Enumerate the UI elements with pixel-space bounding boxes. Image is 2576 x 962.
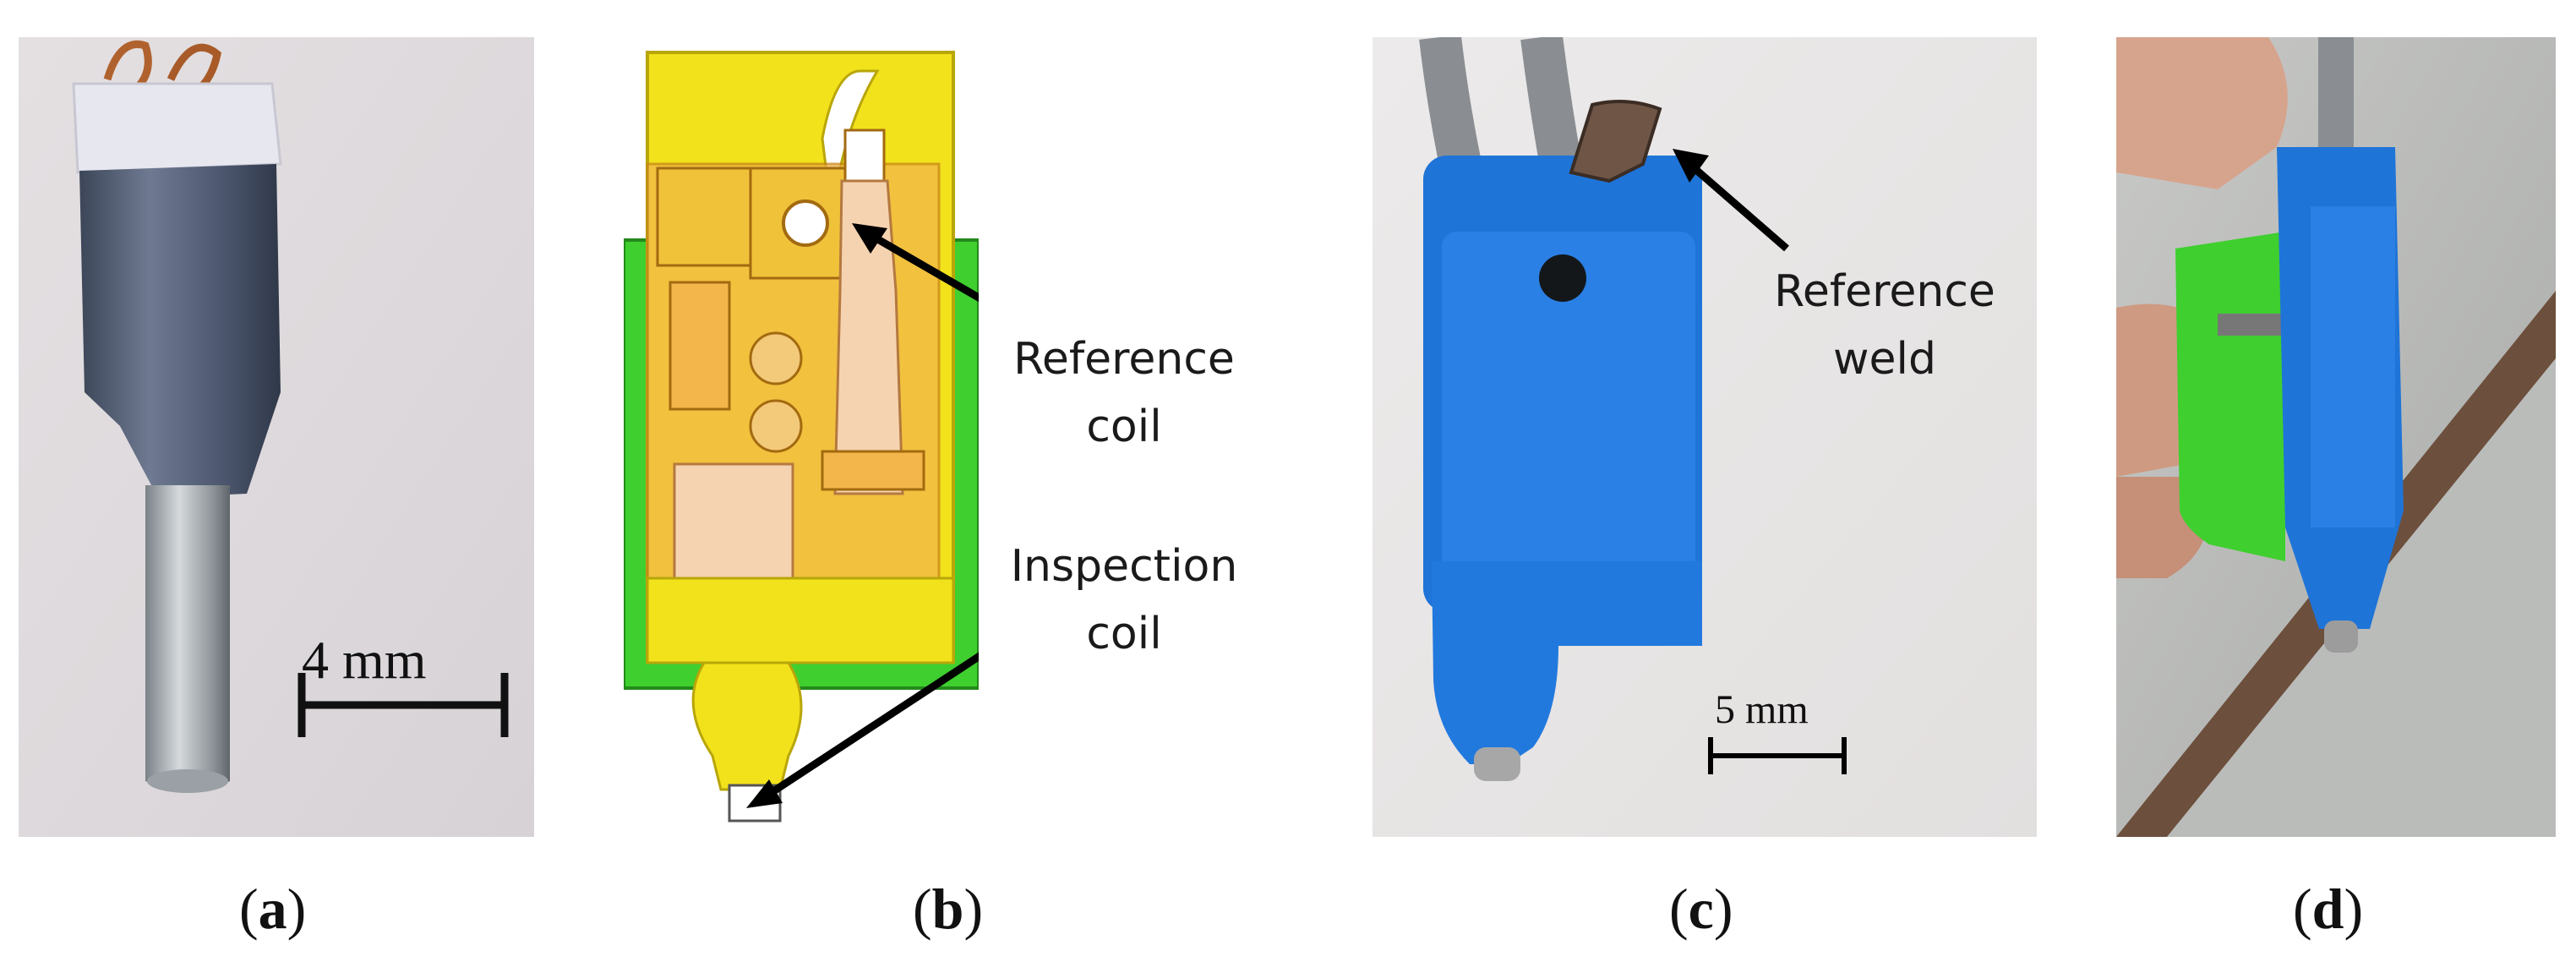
label-reference-weld-line2: weld: [1833, 334, 1936, 385]
panel-c-photo: 5 mm: [1373, 37, 2037, 837]
label-reference-weld-line1: Reference: [1774, 266, 1995, 317]
panel-d-photo: [2116, 37, 2556, 837]
label-inspection-coil-line1: Inspection: [1010, 541, 1238, 592]
label-inspection-coil: Inspection coil: [989, 533, 1259, 668]
label-reference-weld: Reference weld: [1766, 258, 2003, 393]
label-reference-coil-line1: Reference: [1013, 334, 1235, 385]
caption-a: (a): [239, 877, 307, 941]
scale-bar-4mm: [297, 673, 509, 737]
caption-d-letter: d: [2311, 877, 2344, 941]
caption-c: (c): [1669, 877, 1733, 941]
caption-a-letter: a: [258, 877, 287, 941]
panel-b-cad-drawing: [624, 37, 979, 837]
label-reference-coil: Reference coil: [997, 325, 1251, 461]
label-inspection-coil-line2: coil: [1086, 609, 1162, 659]
scale-bar-label-c: 5 mm: [1715, 687, 1809, 732]
caption-b: (b): [913, 877, 984, 941]
caption-b-letter: b: [931, 877, 964, 941]
panel-a-photo: 4 mm: [19, 37, 534, 837]
label-reference-coil-line2: coil: [1086, 402, 1162, 452]
caption-c-letter: c: [1688, 877, 1714, 941]
caption-d: (d): [2293, 877, 2364, 941]
scale-bar-label-a: 4 mm: [302, 630, 427, 690]
